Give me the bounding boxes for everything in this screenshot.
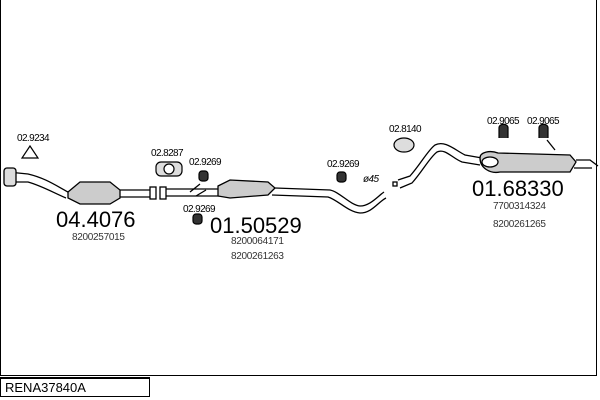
rear-muffler-number: 01.68330 — [472, 176, 564, 201]
front-flange — [3, 167, 17, 187]
catalyst-number: 04.4076 — [56, 207, 136, 232]
rubber-hanger-icon — [538, 123, 549, 138]
part-number: 02.8140 — [389, 124, 422, 135]
hanger-icon — [393, 137, 415, 153]
diagram-code: RENA37840A — [0, 377, 150, 397]
mid-muffler-icon — [217, 179, 276, 199]
oem-number: 7700314324 — [493, 201, 546, 212]
catalyst-icon — [67, 181, 121, 205]
part-number: 02.9269 — [183, 204, 216, 215]
oem-number: 8200261265 — [493, 219, 546, 230]
part-number: 02.9269 — [189, 157, 222, 168]
part-number: 02.9234 — [17, 133, 50, 144]
diagram-frame — [0, 0, 597, 376]
part-number: 02.8287 — [151, 148, 184, 159]
rubber-mount-icon — [336, 171, 347, 183]
rubber-mount-icon — [192, 213, 203, 225]
part-number: 02.9065 — [487, 116, 520, 127]
oem-number: 8200257015 — [72, 232, 125, 243]
rubber-hanger-icon — [498, 123, 509, 138]
part-number: 02.9065 — [527, 116, 560, 127]
oem-number: 8200261263 — [231, 251, 284, 262]
pipe-diameter: ø45 — [363, 174, 379, 185]
rear-muffler-icon — [479, 151, 577, 174]
front-pipe — [7, 171, 69, 199]
rear-pipe — [397, 143, 483, 189]
gasket-icon — [20, 144, 40, 159]
mid-muffler-number: 01.50529 — [210, 213, 302, 238]
oem-number: 8200064171 — [231, 236, 284, 247]
rubber-mount-icon — [198, 170, 209, 182]
part-number: 02.9269 — [327, 159, 360, 170]
